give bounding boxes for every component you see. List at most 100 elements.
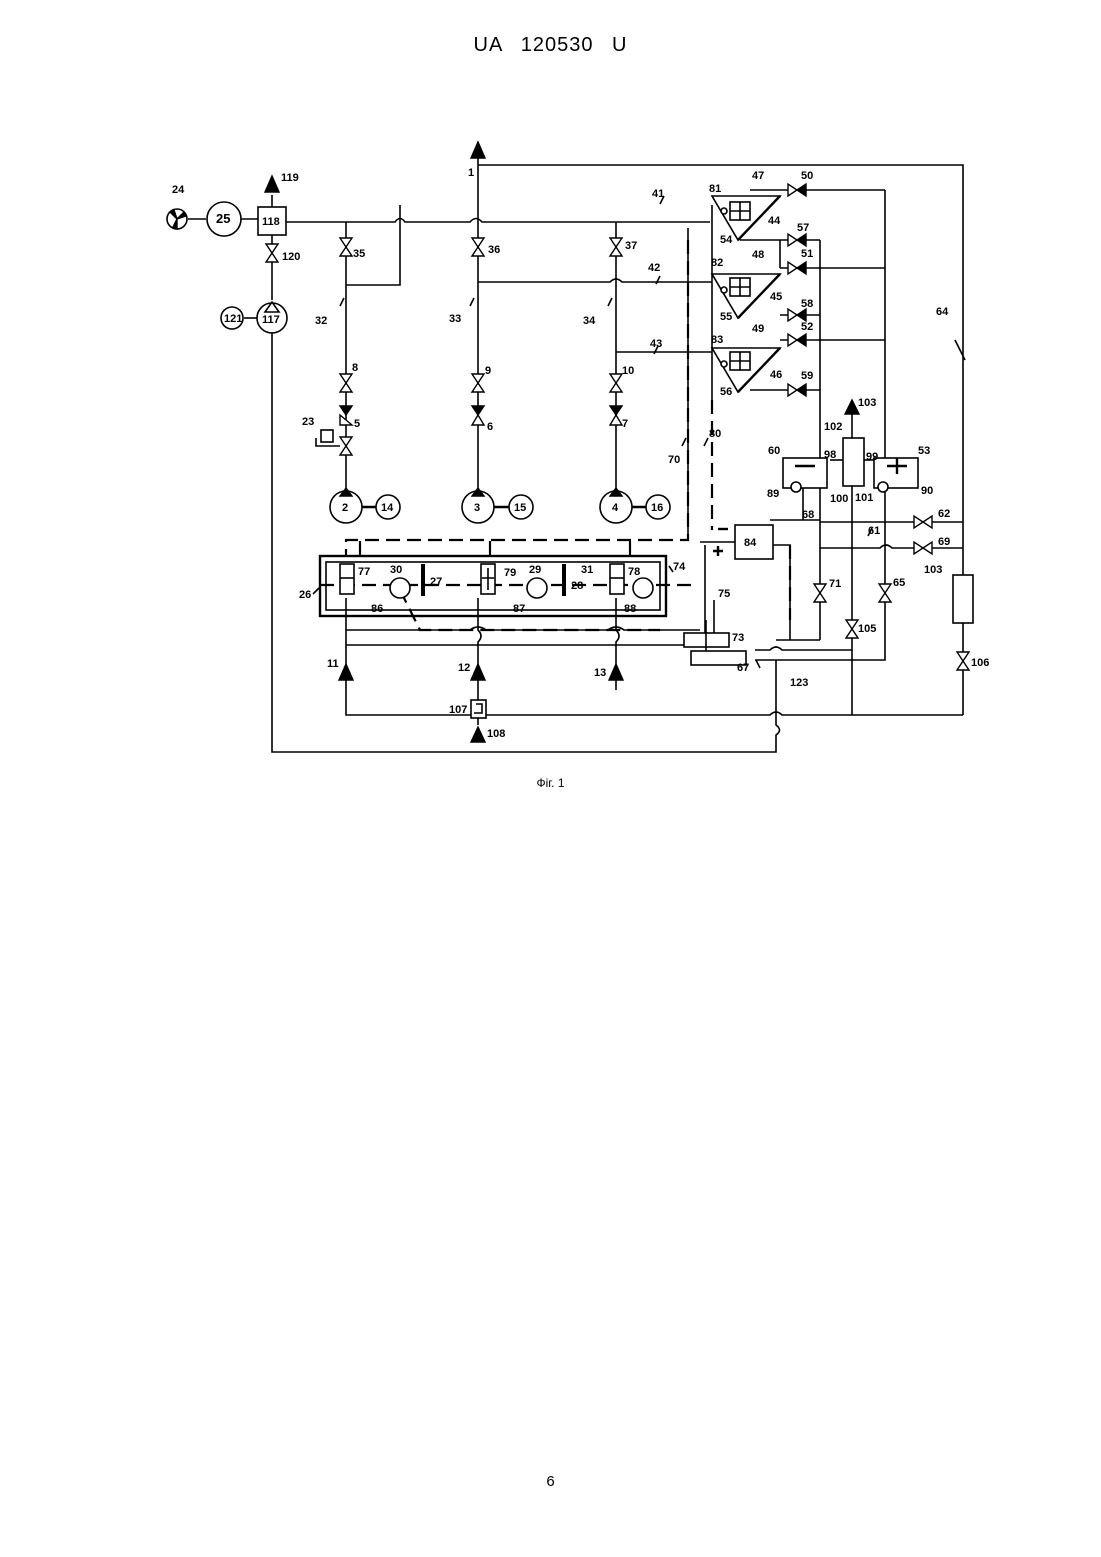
label-67: 67 [737, 662, 749, 674]
label-119: 119 [281, 172, 299, 184]
outlet-119-arrow [265, 176, 279, 192]
label-117: 117 [262, 314, 280, 326]
label-31: 31 [581, 564, 593, 576]
block-77 [340, 564, 354, 594]
label-65: 65 [893, 577, 905, 589]
label-87: 87 [513, 603, 525, 615]
label-64: 64 [936, 306, 949, 318]
label-2: 2 [342, 502, 348, 514]
label-42: 42 [648, 262, 660, 274]
label-77: 77 [358, 566, 370, 578]
figure-caption: Фіг. 1 [0, 776, 1101, 790]
label-84: 84 [744, 537, 757, 549]
label-69: 69 [938, 536, 950, 548]
label-99: 99 [866, 451, 878, 463]
label-105: 105 [858, 623, 876, 635]
label-49: 49 [752, 323, 764, 335]
heater-86 [390, 578, 410, 598]
label-59: 59 [801, 370, 813, 382]
label-90: 90 [921, 485, 933, 497]
heater-102 [843, 438, 864, 486]
label-37: 37 [625, 240, 637, 252]
label-89: 89 [767, 488, 779, 500]
label-6: 6 [487, 421, 493, 433]
top-collector [286, 219, 710, 223]
heater-88 [633, 578, 653, 598]
label-74: 74 [673, 561, 686, 573]
label-102: 102 [824, 421, 842, 433]
label-123: 123 [790, 677, 808, 689]
label-34: 34 [583, 315, 596, 327]
label-25: 25 [216, 211, 230, 226]
label-16: 16 [651, 502, 663, 514]
label-23: 23 [302, 416, 314, 428]
label-36: 36 [488, 244, 500, 256]
label-118: 118 [262, 216, 280, 228]
label-83: 83 [711, 334, 723, 346]
label-13: 13 [594, 667, 606, 679]
label-100: 100 [830, 493, 848, 505]
label-10: 10 [622, 365, 634, 377]
label-71: 71 [829, 578, 841, 590]
diagram-labels: 1 2 3 4 5 6 7 8 9 10 11 12 13 14 15 16 2… [172, 167, 989, 740]
device-23 [321, 430, 333, 442]
label-5: 5 [354, 418, 360, 430]
label-11: 11 [327, 658, 339, 670]
label-41: 41 [652, 188, 664, 200]
box-107 [471, 700, 486, 718]
label-1: 1 [468, 167, 474, 179]
label-101: 101 [855, 492, 873, 504]
label-53: 53 [918, 445, 930, 457]
label-103: 103 [858, 397, 876, 409]
label-3: 3 [474, 502, 480, 514]
label-29: 29 [529, 564, 541, 576]
label-15: 15 [514, 502, 526, 514]
label-58: 58 [801, 298, 813, 310]
label-57: 57 [797, 222, 809, 234]
heater-87 [527, 578, 547, 598]
label-81: 81 [709, 183, 721, 195]
label-80: 80 [709, 428, 721, 440]
label-32: 32 [315, 315, 327, 327]
label-78: 78 [628, 566, 640, 578]
label-120: 120 [282, 251, 300, 263]
label-88: 88 [624, 603, 636, 615]
label-106: 106 [971, 657, 989, 669]
label-54: 54 [720, 234, 733, 246]
outlet-1-arrow [471, 142, 485, 158]
label-27: 27 [430, 576, 442, 588]
label-48: 48 [752, 249, 764, 261]
label-68: 68 [802, 509, 814, 521]
label-46: 46 [770, 369, 782, 381]
label-98: 98 [824, 449, 836, 461]
valves [266, 184, 969, 670]
label-62: 62 [938, 508, 950, 520]
label-70: 70 [668, 454, 680, 466]
label-8: 8 [352, 362, 358, 374]
label-7: 7 [622, 418, 628, 430]
tank-60 [783, 458, 827, 488]
label-28: 28 [571, 580, 583, 592]
label-47: 47 [752, 170, 764, 182]
label-51: 51 [801, 248, 813, 260]
label-43: 43 [650, 338, 662, 350]
label-50: 50 [801, 170, 813, 182]
label-26: 26 [299, 589, 311, 601]
block-78 [610, 564, 624, 594]
heater-103 [953, 575, 973, 623]
label-45: 45 [770, 291, 782, 303]
outlet-103-arrow [845, 400, 859, 414]
label-86: 86 [371, 603, 383, 615]
label-9: 9 [485, 365, 491, 377]
label-60: 60 [768, 445, 780, 457]
page-number: 6 [0, 1473, 1101, 1490]
label-82: 82 [711, 257, 723, 269]
label-121: 121 [224, 313, 242, 325]
label-108: 108 [487, 728, 505, 740]
label-4: 4 [612, 502, 619, 514]
label-79: 79 [504, 567, 516, 579]
label-75: 75 [718, 588, 730, 600]
label-44: 44 [768, 215, 781, 227]
label-33: 33 [449, 313, 461, 325]
label-52: 52 [801, 321, 813, 333]
